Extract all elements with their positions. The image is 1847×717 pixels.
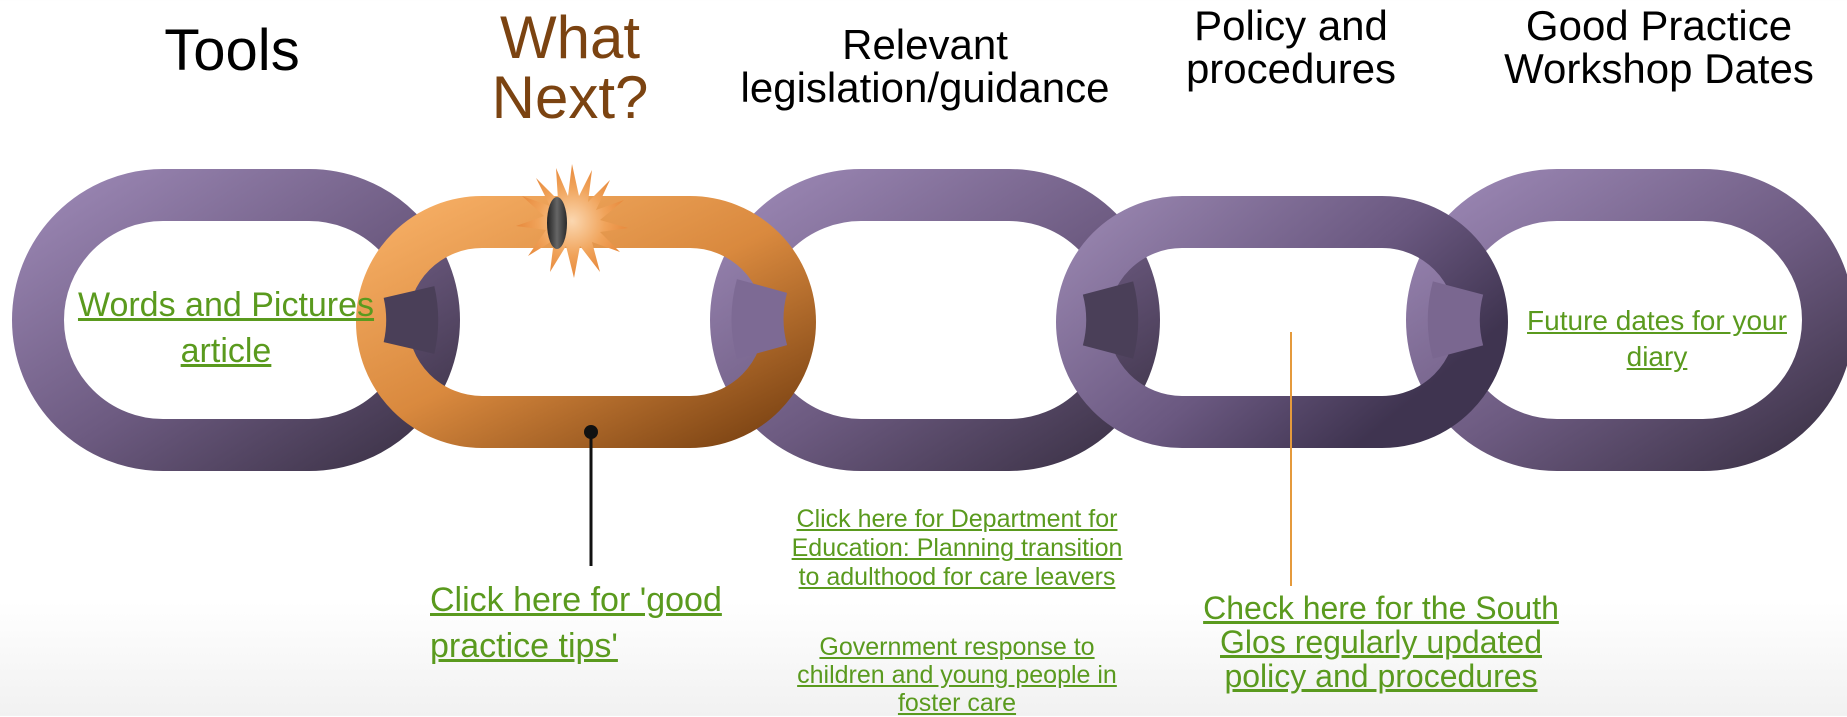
heading-what-next-line1: What: [499, 4, 641, 71]
heading-workshop: Good Practice Workshop Dates: [1478, 2, 1840, 92]
heading-policy-line2: procedures: [1185, 44, 1397, 92]
heading-tools: Tools: [156, 22, 308, 80]
link-dfe-transition-line1[interactable]: Click here for Department for: [796, 505, 1118, 533]
link-south-glos-policy-line1[interactable]: Check here for the South: [1203, 590, 1559, 626]
link-future-dates-line2[interactable]: diary: [1626, 341, 1688, 373]
link-gov-response[interactable]: Government response to children and youn…: [752, 633, 1162, 717]
link-dfe-transition-line2[interactable]: Education: Planning transition: [791, 534, 1123, 562]
burst-icon: [516, 164, 628, 278]
link-good-practice-tips-line2[interactable]: practice tips': [430, 626, 618, 665]
chain-overlap-tools: [383, 286, 439, 354]
link-good-practice-tips-line1[interactable]: Click here for 'good: [430, 581, 722, 619]
link-south-glos-policy-line2[interactable]: Glos regularly updated: [1220, 624, 1542, 661]
link-words-pictures[interactable]: Words and Pictures article: [46, 283, 406, 374]
link-gov-response-line3[interactable]: foster care: [897, 689, 1017, 717]
chain-overlap-workshop: [1427, 281, 1484, 359]
heading-policy: Policy and procedures: [1160, 2, 1422, 92]
chain-overlap-legislation-left: [731, 279, 788, 359]
link-words-pictures-line2[interactable]: article: [180, 331, 272, 370]
heading-legislation-line1: Relevant: [842, 21, 1008, 68]
link-gov-response-line1[interactable]: Government response to: [819, 633, 1095, 661]
heading-policy-line1: Policy and: [1194, 2, 1388, 49]
heading-workshop-line1: Good Practice: [1525, 2, 1793, 49]
heading-legislation: Relevant legislation/guidance: [715, 21, 1135, 111]
chain-link-policy: [1056, 196, 1508, 448]
link-future-dates-line1[interactable]: Future dates for your: [1527, 305, 1787, 336]
heading-legislation-line2: legislation/guidance: [740, 63, 1110, 111]
link-good-practice-tips[interactable]: Click here for 'good practice tips': [430, 578, 760, 669]
heading-workshop-line2: Workshop Dates: [1504, 44, 1814, 92]
heading-what-next: What Next?: [470, 8, 670, 128]
link-dfe-transition-line3[interactable]: to adulthood for care leavers: [798, 563, 1116, 591]
chain-overlap-legislation-right: [1082, 281, 1139, 359]
link-dfe-transition[interactable]: Click here for Department for Education:…: [752, 505, 1162, 592]
link-future-dates[interactable]: Future dates for your diary: [1498, 303, 1816, 376]
link-south-glos-policy[interactable]: Check here for the South Glos regularly …: [1176, 591, 1586, 694]
heading-tools-text: Tools: [164, 18, 300, 83]
link-gov-response-line2[interactable]: children and young people in: [797, 661, 1117, 689]
link-words-pictures-line1[interactable]: Words and Pictures: [77, 286, 375, 324]
link-south-glos-policy-line3[interactable]: policy and procedures: [1224, 658, 1538, 695]
heading-what-next-line2: Next?: [491, 64, 649, 131]
